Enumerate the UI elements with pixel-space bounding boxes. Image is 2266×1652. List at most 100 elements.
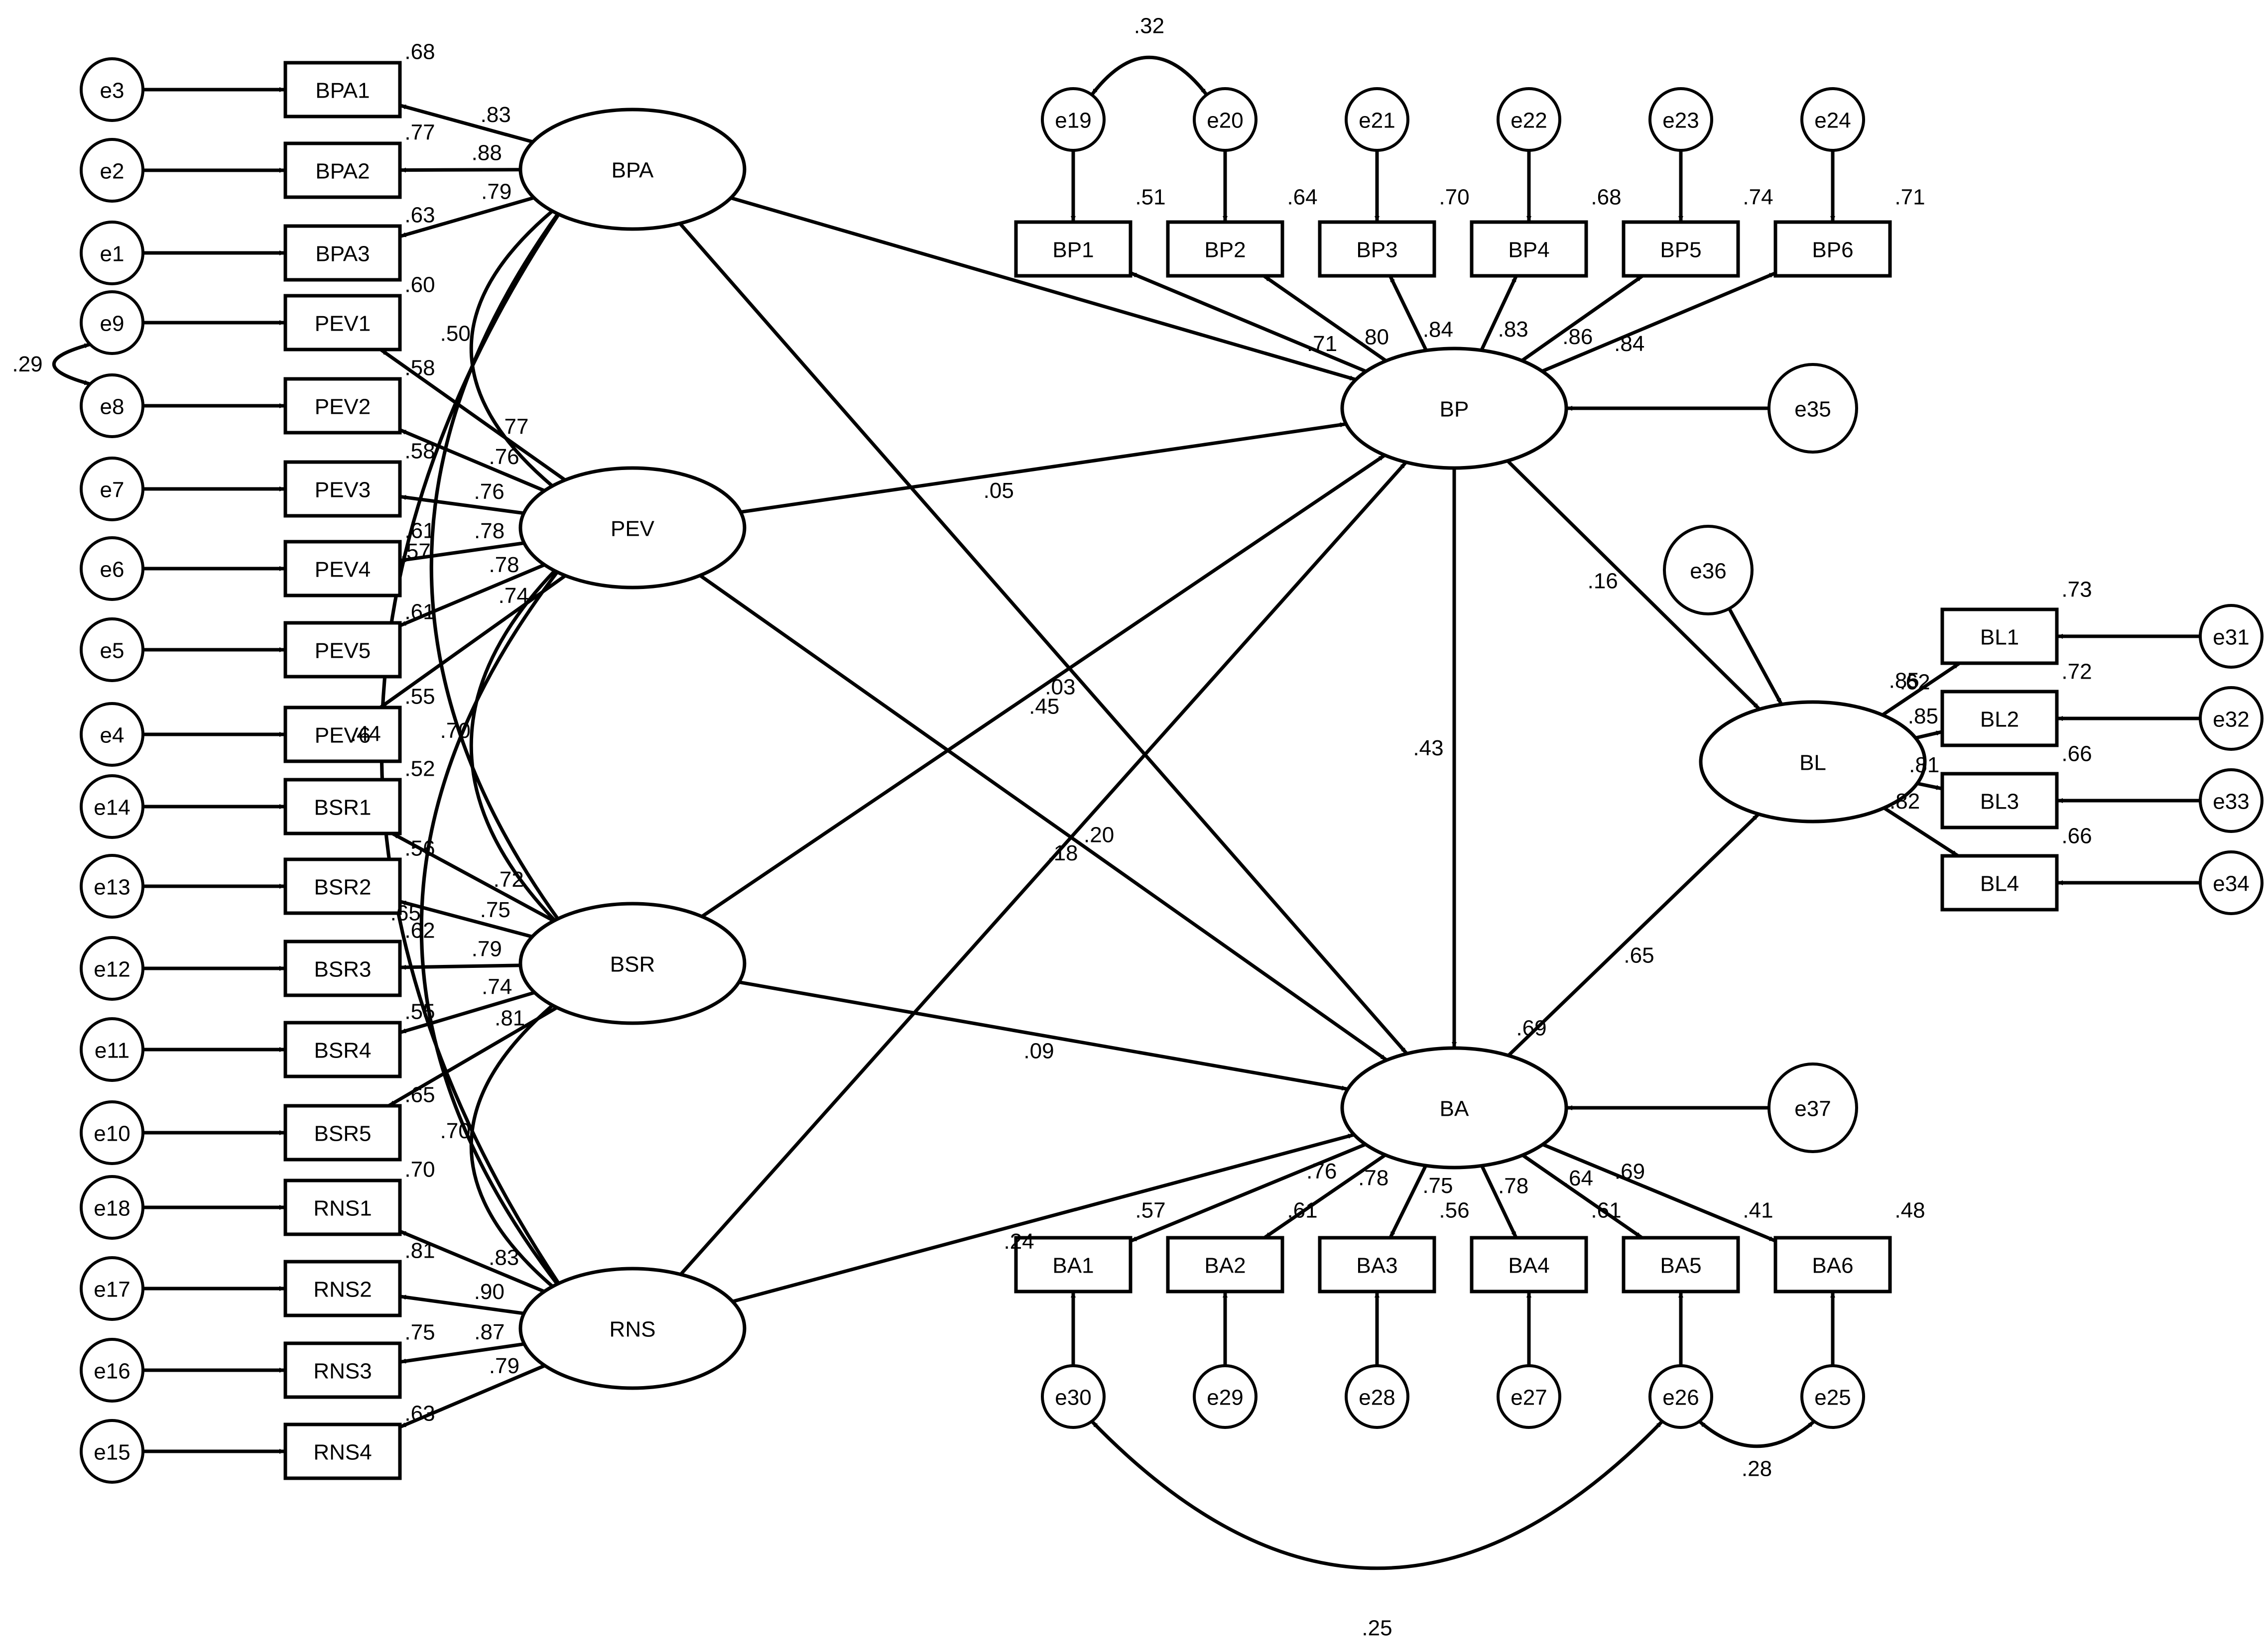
loading-label-rns1: .83: [489, 1246, 519, 1270]
error-label-e31: e31: [2213, 625, 2249, 650]
error-term-e26: [1648, 1364, 1713, 1429]
indicator-label-pev6: PEV6: [315, 723, 371, 748]
r-squared-rns2: .81: [404, 1239, 435, 1263]
r-squared-bsr1: .52: [404, 757, 435, 781]
error-term-e15: [80, 1419, 144, 1484]
r-squared-bpa2: .77: [404, 120, 435, 145]
error-term-e33: [2199, 768, 2264, 833]
r-squared-bpa3: .63: [404, 203, 435, 228]
indicator-label-rns4: RNS4: [313, 1440, 372, 1465]
error-label-e32: e32: [2213, 708, 2249, 732]
loading-arrow-ba5: [1521, 1154, 1643, 1239]
latent-pev: [518, 466, 747, 590]
r-squared-ba3: .56: [1439, 1198, 1469, 1223]
loading-label-bp4: .83: [1498, 317, 1528, 342]
loading-arrow-bp1: [1130, 271, 1367, 373]
loading-arrow-pev2: [399, 428, 545, 492]
error-term-e20: [1193, 87, 1258, 152]
path-coefficient-rns-to-bp: .20: [1084, 823, 1114, 847]
error-covariance-e19-e20: [1090, 55, 1208, 96]
loading-arrow-pev5: [399, 563, 545, 627]
indicator-ba2: [1166, 1236, 1284, 1294]
r-squared-ba4: .61: [1591, 1198, 1621, 1223]
indicator-bp4: [1470, 220, 1588, 278]
r-squared-bp1: .51: [1135, 185, 1165, 210]
loading-label-rns4: .79: [489, 1354, 519, 1378]
covariance-bpa-bsr: [429, 195, 573, 938]
disturbance-e35: [1767, 363, 1858, 454]
error-term-e34: [2199, 850, 2264, 915]
covariance-label-bpa-pev: .50: [440, 322, 471, 346]
loading-arrow-bl1: [1881, 662, 1961, 716]
loading-label-ba5: .64: [1563, 1166, 1593, 1190]
loading-label-bl2: .85: [1908, 704, 1938, 728]
error-label-e21: e21: [1359, 109, 1395, 133]
r-squared-pev3: .58: [404, 439, 435, 464]
loading-label-bsr3: .79: [472, 937, 502, 961]
disturbance-label-e36: e36: [1690, 559, 1726, 584]
path-bpa-to-ba: [678, 222, 1408, 1055]
latent-label-bsr: BSR: [610, 952, 655, 977]
r-squared-pev5: .61: [404, 600, 435, 624]
path-rns-to-ba: [732, 1133, 1355, 1303]
disturbance-arrow-e36: [1728, 607, 1783, 706]
latent-bp: [1340, 347, 1568, 470]
latent-label-pev: PEV: [611, 517, 655, 541]
r-squared-ba6: .48: [1894, 1198, 1925, 1223]
indicator-label-bsr5: BSR5: [314, 1122, 372, 1146]
error-term-e9: [80, 290, 144, 355]
error-term-e23: [1648, 87, 1713, 152]
error-term-e13: [80, 854, 144, 919]
indicator-bl1: [1940, 607, 2059, 665]
r-squared-pev1: .60: [404, 273, 435, 297]
loading-arrow-bsr5: [387, 1006, 558, 1108]
indicator-label-ba3: BA3: [1356, 1254, 1397, 1278]
error-covariance-label-e19-e20: .32: [1134, 14, 1164, 38]
indicator-rns3: [283, 1341, 402, 1399]
label-layer: .50.57.44.70.65.70.05.45.20.03.18.09.24.…: [12, 14, 2092, 1641]
error-covariance-e26-e25: [1698, 1419, 1816, 1448]
path-pev-to-bp: [740, 422, 1347, 514]
indicator-bl4: [1940, 854, 2059, 912]
error-covariance-label-e30-e26: .25: [1362, 1616, 1392, 1641]
error-label-e10: e10: [94, 1122, 130, 1146]
loading-label-pev5: .78: [489, 553, 519, 577]
loading-arrow-bsr2: [399, 900, 533, 939]
disturbance-label-e35: e35: [1794, 397, 1831, 422]
error-term-e7: [80, 457, 144, 521]
loading-label-bp2: .80: [1359, 325, 1389, 349]
indicator-label-ba1: BA1: [1052, 1254, 1094, 1278]
indicator-bp6: [1773, 220, 1892, 278]
path-rns-to-bp: [679, 461, 1407, 1276]
loading-arrow-bpa3: [399, 196, 535, 238]
loading-label-bp6: .84: [1614, 332, 1644, 356]
loading-label-bsr5: .81: [495, 1006, 525, 1030]
loading-arrow-rns3: [399, 1342, 525, 1364]
indicator-label-pev2: PEV2: [315, 395, 371, 419]
error-label-e23: e23: [1662, 109, 1699, 133]
loading-arrow-bl3: [1916, 782, 1943, 791]
covariance-label-pev-bsr: .70: [440, 718, 471, 743]
error-label-e4: e4: [100, 723, 125, 748]
indicator-label-ba5: BA5: [1660, 1254, 1701, 1278]
error-label-e2: e2: [100, 159, 125, 184]
r-squared-rns4: .63: [404, 1402, 435, 1426]
path-coefficient-pev-to-ba: .18: [1047, 841, 1078, 865]
error-term-e31: [2199, 604, 2264, 669]
r-squared-latent-ba: .69: [1516, 1016, 1546, 1041]
covariance-label-bpa-rns: .44: [351, 722, 381, 746]
error-label-e26: e26: [1662, 1386, 1699, 1410]
loading-label-bsr1: .72: [494, 867, 524, 892]
indicator-bsr5: [283, 1104, 402, 1162]
error-label-e17: e17: [94, 1278, 130, 1302]
path-coefficient-bp-to-bl: .16: [1588, 569, 1618, 593]
indicator-bsr3: [283, 940, 402, 997]
loading-label-pev3: .76: [474, 479, 504, 504]
path-coefficient-bsr-to-bp: .45: [1029, 695, 1059, 719]
r-squared-bsr4: .55: [404, 1000, 435, 1024]
error-label-e11: e11: [95, 1039, 129, 1063]
indicator-bpa1: [283, 61, 402, 118]
loading-arrow-bp6: [1541, 271, 1776, 373]
error-label-e28: e28: [1359, 1386, 1395, 1410]
error-term-e22: [1497, 87, 1561, 152]
